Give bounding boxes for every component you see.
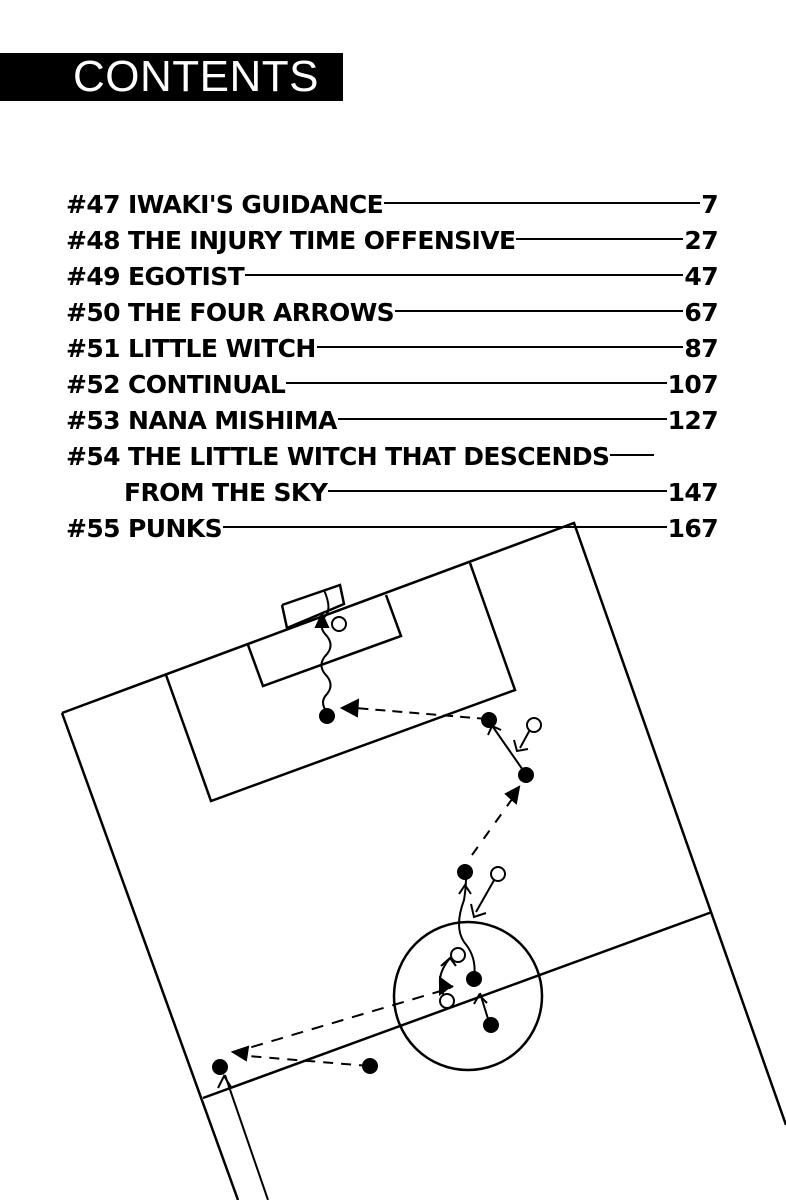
open-arrowhead-icon (513, 739, 529, 753)
page-number: 67 (684, 298, 718, 327)
chapter-title-line2: FROM THE SKY (124, 478, 328, 507)
dot-leader (516, 238, 684, 240)
chapter-title: CONTINUAL (128, 370, 286, 399)
pass-path-5 (247, 1055, 370, 1067)
chapter-number: #47 (66, 190, 121, 219)
chapter-number: #55 (66, 514, 121, 543)
chapter-title: IWAKI'S GUIDANCE (128, 190, 384, 219)
contents-banner (0, 53, 343, 101)
chapter-number: #51 (66, 334, 121, 363)
dot-leader (328, 490, 667, 492)
arrowhead-icon (314, 611, 330, 628)
table-of-contents: #47 IWAKI'S GUIDANCE 7 #48 THE INJURY TI… (66, 190, 719, 550)
attacker-player (518, 767, 534, 783)
chapter-number: #49 (66, 262, 121, 291)
run-line-3 (224, 1074, 269, 1200)
dot-leader (337, 418, 667, 420)
defender-move-2 (475, 874, 498, 913)
chapter-title: THE INJURY TIME OFFENSIVE (128, 226, 516, 255)
defender-player (526, 717, 542, 733)
penalty-area (164, 562, 517, 803)
page-number: 27 (684, 226, 718, 255)
defender-player (439, 993, 455, 1009)
arrowhead-icon (230, 1045, 250, 1062)
page-number: 147 (667, 478, 719, 507)
dot-leader (610, 454, 655, 456)
page-number: 107 (667, 370, 719, 399)
dribble-path-2 (458, 877, 476, 978)
toc-entry[interactable]: #52 CONTINUAL 107 (66, 370, 719, 406)
chapter-number: #53 (66, 406, 121, 435)
toc-entry[interactable]: #55 PUNKS 167 (66, 514, 719, 550)
toc-entry[interactable]: #49 EGOTIST 47 (66, 262, 719, 298)
chapter-title: THE FOUR ARROWS (128, 298, 395, 327)
pass-path-4 (234, 989, 445, 1053)
open-arrowhead-icon (217, 1073, 232, 1089)
open-arrowhead-icon (470, 903, 487, 919)
goal (280, 583, 346, 630)
open-arrowhead-icon (473, 993, 488, 1005)
attacker-player (319, 708, 335, 724)
open-arrowhead-icon (440, 956, 457, 967)
attacker-player (483, 1017, 499, 1033)
defender-player (490, 866, 506, 882)
page-number: 7 (701, 190, 718, 219)
open-arrowhead-icon (458, 883, 472, 895)
chapter-number: #52 (66, 370, 121, 399)
arrowhead-icon (339, 698, 360, 718)
dribble-path (320, 589, 332, 713)
toc-entry-continuation[interactable]: FROM THE SKY 147 (66, 478, 719, 514)
dot-leader (384, 202, 701, 204)
halfway-line (202, 910, 713, 1100)
attacker-player (457, 864, 473, 880)
page-title: CONTENTS (73, 52, 319, 101)
chapter-title: PUNKS (128, 514, 223, 543)
page-number: 127 (667, 406, 719, 435)
toc-entry[interactable]: #51 LITTLE WITCH 87 (66, 334, 719, 370)
page-number: 167 (667, 514, 719, 543)
field-boundary (61, 521, 786, 1126)
pass-path-2 (471, 794, 516, 856)
attacker-player (466, 971, 482, 987)
attacker-player (212, 1059, 228, 1075)
dot-leader (316, 346, 684, 348)
chapter-number: #50 (66, 298, 121, 327)
dot-leader (286, 382, 667, 384)
dot-leader (395, 310, 684, 312)
center-circle (392, 920, 544, 1072)
attacker-player (362, 1058, 378, 1074)
chapter-number: #54 (66, 442, 121, 471)
page-number: 87 (684, 334, 718, 363)
attacker-player (481, 712, 497, 728)
defender-player (331, 616, 347, 632)
run-line-1 (492, 726, 526, 774)
arrowhead-icon (439, 976, 453, 996)
chapter-number: #48 (66, 226, 121, 255)
chapter-title: LITTLE WITCH (128, 334, 316, 363)
chapter-title: NANA MISHIMA (128, 406, 337, 435)
field-left-touchline (60, 712, 240, 1200)
arrowhead-icon (504, 785, 521, 805)
toc-entry[interactable]: #53 NANA MISHIMA 127 (66, 406, 719, 442)
goal-area (246, 594, 403, 688)
toc-entry[interactable]: #54 THE LITTLE WITCH THAT DESCENDS (66, 442, 718, 478)
toc-entry[interactable]: #48 THE INJURY TIME OFFENSIVE 27 (66, 226, 719, 262)
dot-leader (245, 274, 684, 276)
toc-entry[interactable]: #50 THE FOUR ARROWS 67 (66, 298, 719, 334)
dot-leader (222, 526, 667, 528)
chapter-title: EGOTIST (128, 262, 245, 291)
chapter-title: THE LITTLE WITCH THAT DESCENDS (128, 442, 610, 471)
toc-entry[interactable]: #47 IWAKI'S GUIDANCE 7 (66, 190, 719, 226)
defender-player (450, 947, 466, 963)
page-number: 47 (684, 262, 718, 291)
pass-path-1 (354, 707, 488, 720)
